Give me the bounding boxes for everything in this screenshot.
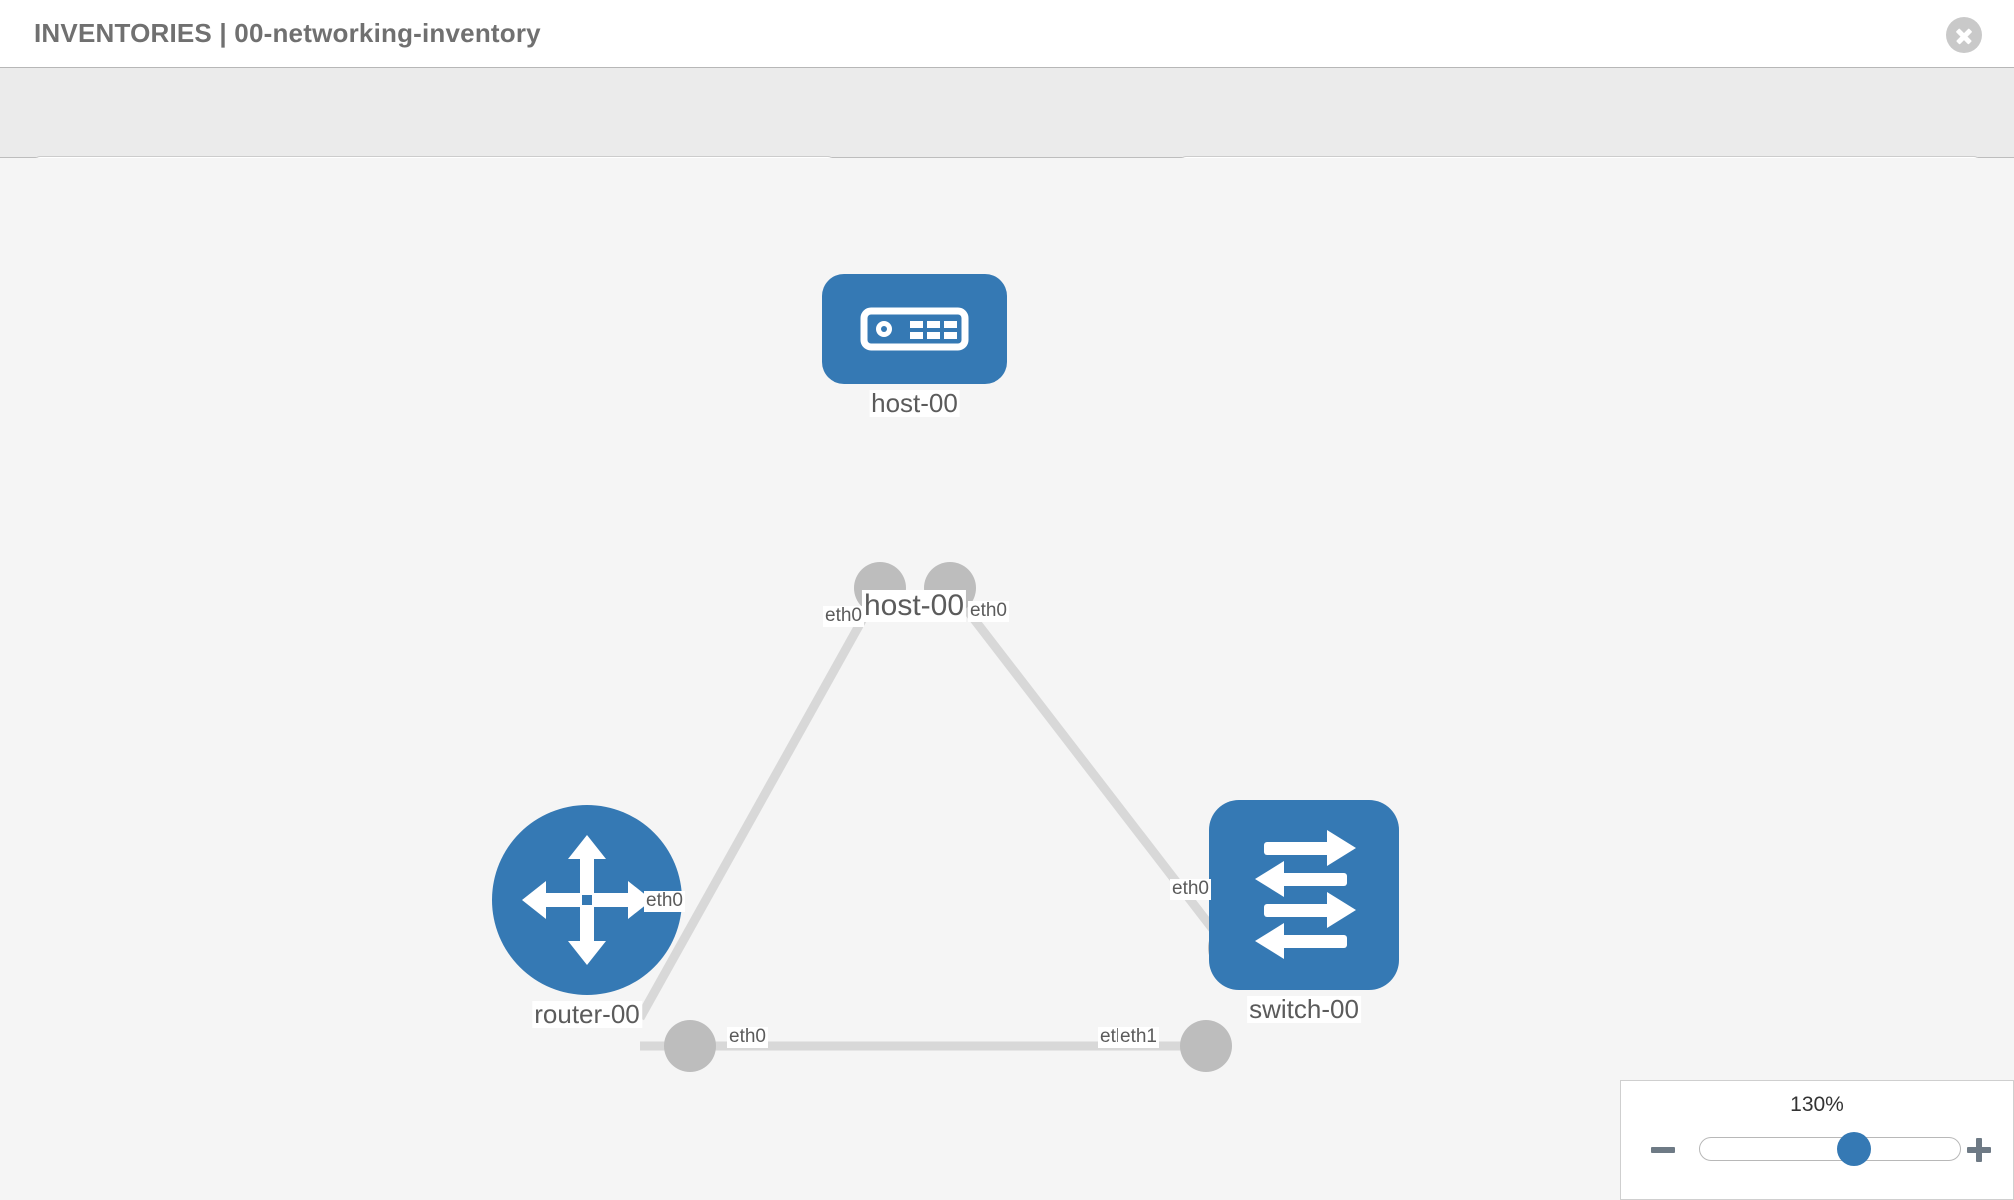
- iface-label-host-00-left: eth0: [823, 605, 864, 627]
- topology-canvas[interactable]: host-00 router-00: [0, 158, 2014, 1200]
- topology-links: [636, 562, 1260, 1072]
- topology-node-label-host-00: host-00: [869, 388, 960, 418]
- iface-label-host-00-right: eth0: [968, 600, 1009, 622]
- zoom-level-label: 130%: [1790, 1093, 1844, 1116]
- server-icon: [860, 307, 969, 351]
- toolbar: ACTIONS SEARCH: [0, 68, 2014, 212]
- topology-node-label-switch-00: switch-00: [1247, 994, 1361, 1024]
- switch-icon: [1255, 830, 1356, 959]
- topology-node-label-host-00-overlay: host-00: [861, 589, 967, 622]
- zoom-slider-thumb[interactable]: [1836, 1132, 1871, 1166]
- page-header: INVENTORIES | 00-networking-inventory: [0, 0, 2014, 68]
- router-icon: [522, 835, 652, 965]
- iface-label-router-00-uplink: eth0: [644, 890, 685, 912]
- topology-node-host-00[interactable]: host-00: [822, 274, 1007, 418]
- close-icon[interactable]: [1946, 17, 1982, 53]
- zoom-slider-track[interactable]: [1699, 1132, 1961, 1166]
- topology-node-label-router-00: router-00: [532, 999, 642, 1029]
- zoom-in-button[interactable]: [1963, 1133, 1995, 1165]
- iface-label-router-00-east: eth0: [727, 1026, 768, 1048]
- zoom-out-button[interactable]: [1647, 1133, 1679, 1165]
- zoom-control-panel: 130%: [1620, 1080, 2014, 1200]
- topology-node-router-00[interactable]: router-00: [492, 805, 682, 1029]
- iface-label-switch-00-west: eth1: [1118, 1026, 1159, 1048]
- topology-node-switch-00[interactable]: switch-00: [1209, 800, 1399, 1024]
- iface-label-switch-00-uplink: eth0: [1170, 878, 1211, 900]
- page-title: INVENTORIES | 00-networking-inventory: [34, 18, 541, 48]
